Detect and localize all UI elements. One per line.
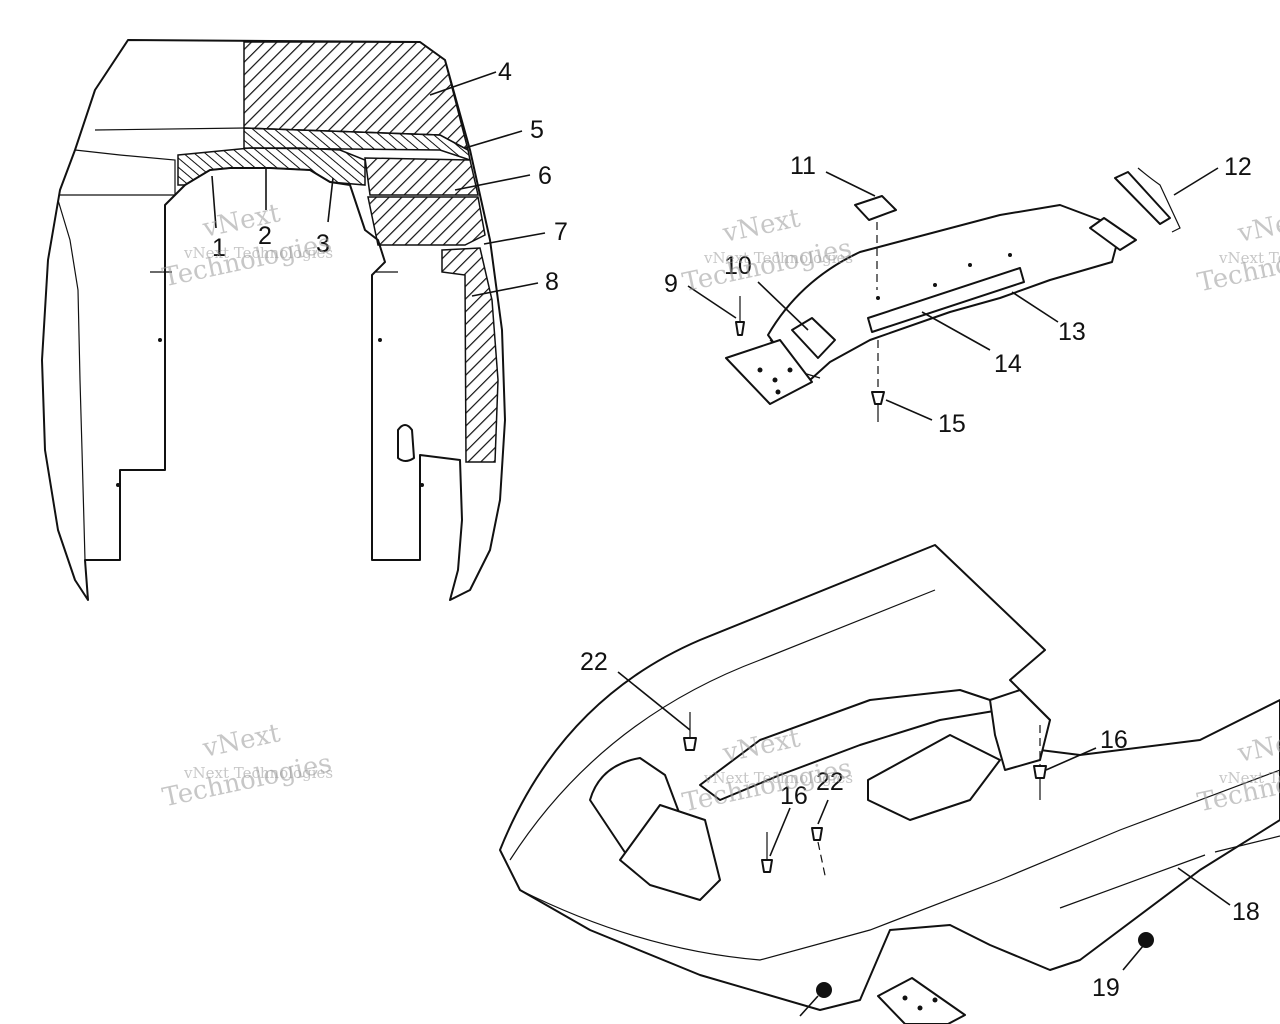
callout-16a: 16 (780, 782, 808, 810)
callout-3: 3 (316, 230, 330, 258)
hood-inner-line (60, 149, 176, 196)
screw-9 (735, 321, 745, 336)
screw-22b (811, 827, 823, 841)
callout-1: 1 (212, 234, 226, 262)
hood-dot (116, 483, 120, 487)
bottom-plate (877, 977, 966, 1024)
bracket-hole (757, 367, 763, 373)
bracket-hole (787, 367, 793, 373)
watermark-line2: vNext Technologies (703, 769, 853, 787)
callout-15: 15 (938, 410, 966, 438)
watermark-4: vNext vNext Technologies Technologies (160, 718, 335, 813)
decal-8 (441, 247, 499, 463)
watermark-line2: vNext Technologies (703, 249, 853, 267)
hood-dot (420, 483, 424, 487)
bumper-19 (1138, 932, 1154, 948)
watermark-line2: vNext Technologies (1218, 249, 1280, 267)
watermark-line1: vNext (719, 203, 803, 249)
console-dot (968, 263, 972, 267)
screw-16a (761, 859, 773, 873)
plate-hole (917, 1005, 923, 1011)
watermark-line1: vNext (199, 718, 283, 764)
cable-18 (1214, 835, 1280, 853)
hood-vent (397, 424, 415, 462)
screw-22a (683, 737, 697, 751)
watermark-1: vNext vNext Technologies Technologies (160, 198, 335, 293)
callout-22a: 22 (580, 648, 608, 676)
console-dot (933, 283, 937, 287)
steering-post (619, 804, 721, 901)
plate-hole (902, 995, 908, 1001)
dash-line-22b (817, 841, 827, 881)
nose-leaders (617, 671, 1231, 1017)
watermark-line2: vNext Technologies (183, 764, 333, 782)
console-assembly (725, 167, 1181, 422)
decal-7 (367, 196, 486, 246)
watermark-line2: vNext Technologies (183, 244, 333, 262)
hood-assembly (41, 39, 506, 601)
callout-7: 7 (554, 218, 568, 246)
decal-6 (364, 157, 479, 196)
callout-6: 6 (538, 162, 552, 190)
callout-18: 18 (1232, 898, 1260, 926)
nose-lower-rim (519, 769, 1280, 961)
bumper-20 (816, 982, 832, 998)
decal-1-2 (177, 147, 366, 186)
callout-22b: 22 (816, 768, 844, 796)
callout-10: 10 (724, 252, 752, 280)
floor-plate (867, 734, 1001, 821)
console-dot (1008, 253, 1012, 257)
screw-16b (1033, 765, 1047, 779)
console-strip-14 (867, 267, 1025, 333)
screw-15 (871, 391, 885, 405)
nose-rim (509, 589, 936, 861)
hood-side-line (57, 199, 86, 561)
hood-dot (378, 338, 382, 342)
callout-11: 11 (790, 152, 816, 180)
callout-12: 12 (1224, 153, 1252, 181)
callout-9: 9 (664, 270, 678, 298)
console-dot (876, 296, 880, 300)
callout-2: 2 (258, 222, 272, 250)
hood-leaders (211, 71, 546, 297)
plate-hole (932, 997, 938, 1003)
mounting-tab (989, 689, 1051, 771)
callout-19: 19 (1092, 974, 1120, 1002)
nose-pan-assembly (499, 544, 1280, 1024)
clip-12 (1114, 171, 1171, 225)
watermark-line3: Technologies (160, 748, 335, 813)
callout-14: 14 (994, 350, 1022, 378)
callout-4: 4 (498, 58, 512, 86)
bracket-hole (775, 389, 781, 395)
console-leaders (687, 167, 1219, 421)
hood-mid-line (94, 127, 246, 131)
watermark-line2: vNext Technologies (1218, 769, 1280, 787)
hood-dot (158, 338, 162, 342)
end-cap-bracket (1089, 217, 1137, 251)
decal-18-line (1059, 854, 1206, 909)
callout-5: 5 (530, 116, 544, 144)
callout-13: 13 (1058, 318, 1086, 346)
callout-16b: 16 (1100, 726, 1128, 754)
watermark-line3: Technologies (160, 228, 335, 293)
callout-8: 8 (545, 268, 559, 296)
mount-bracket (725, 339, 813, 405)
clip-11 (854, 195, 897, 221)
watermark-3: vNext vNext Technologies Technologies (1195, 203, 1280, 298)
watermark-line1: vNext (1234, 203, 1280, 249)
bracket-hole (772, 377, 778, 383)
clip-12-spring (1137, 167, 1181, 233)
console-window-10 (791, 317, 836, 359)
